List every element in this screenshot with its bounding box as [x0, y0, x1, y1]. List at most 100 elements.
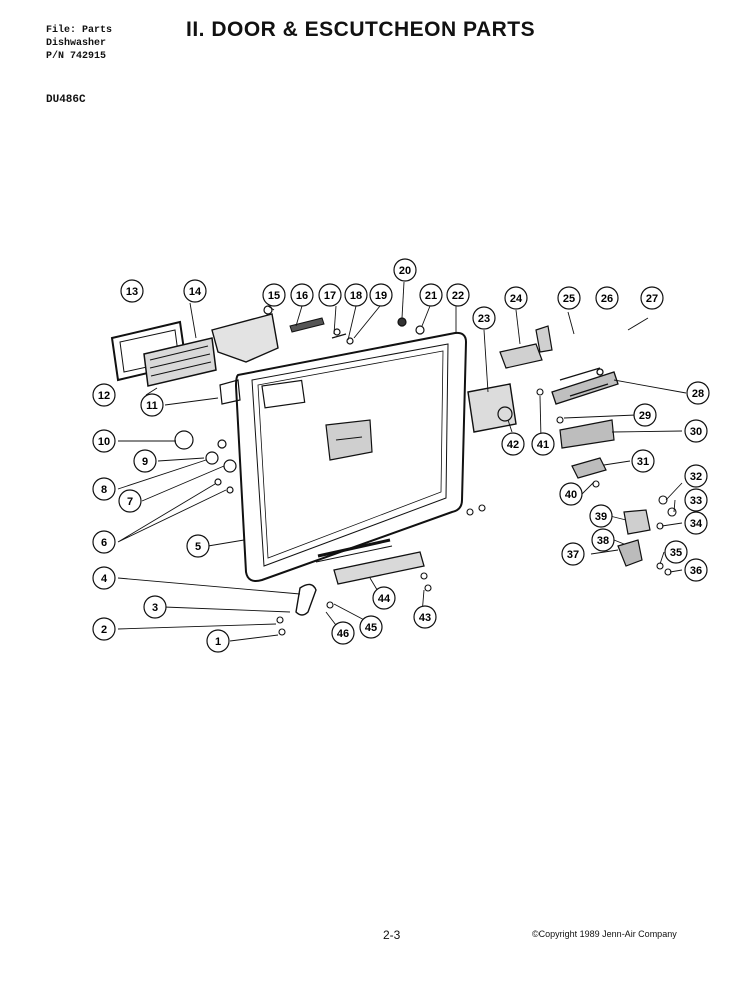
callout-label: 36: [690, 565, 702, 577]
kick-strip-44: [333, 551, 425, 585]
callout-label: 43: [419, 612, 431, 624]
callout-label: 24: [510, 293, 523, 305]
callout-4: 4: [92, 566, 116, 590]
callout-label: 21: [425, 290, 437, 302]
callout-label: 27: [646, 293, 658, 305]
callout-8: 8: [92, 477, 116, 501]
callout-label: 30: [690, 426, 702, 438]
callout-label: 40: [565, 489, 577, 501]
callout-2: 2: [92, 617, 116, 641]
callout-label: 4: [101, 573, 108, 585]
callout-20: 20: [393, 258, 417, 282]
callout-label: 19: [375, 290, 387, 302]
linkage-assembly: [551, 367, 619, 405]
callout-11: 11: [140, 393, 164, 417]
parts-drawing: [110, 281, 687, 642]
callout-43: 43: [413, 605, 437, 629]
callout-label: 5: [195, 541, 201, 553]
callout-label: 38: [597, 535, 609, 547]
callout-41: 41: [531, 432, 555, 456]
callout-44: 44: [372, 586, 396, 610]
part-number-line: P/N 742915: [46, 51, 107, 62]
callout-31: 31: [631, 449, 655, 473]
callout-15: 15: [262, 283, 286, 307]
latch-39: [623, 509, 651, 535]
callout-25: 25: [557, 286, 581, 310]
callout-45: 45: [359, 615, 383, 639]
callout-label: 8: [101, 484, 107, 496]
callout-38: 38: [591, 528, 615, 552]
callout-label: 45: [365, 622, 377, 634]
strip-17: [289, 317, 325, 333]
latch-37: [617, 539, 643, 567]
callout-12: 12: [92, 383, 116, 407]
callout-label: 26: [601, 293, 613, 305]
callout-29: 29: [633, 403, 657, 427]
callout-19: 19: [369, 283, 393, 307]
callout-label: 44: [378, 593, 391, 605]
callout-label: 12: [98, 390, 110, 402]
callout-label: 35: [670, 547, 682, 559]
callout-label: 29: [639, 410, 651, 422]
callout-label: 20: [399, 265, 411, 277]
bracket-16: [211, 313, 279, 363]
callout-16: 16: [290, 283, 314, 307]
callout-10: 10: [92, 429, 116, 453]
callout-label: 28: [692, 388, 704, 400]
callout-18: 18: [344, 283, 368, 307]
callout-22: 22: [446, 283, 470, 307]
callout-24: 24: [504, 286, 528, 310]
callout-label: 46: [337, 628, 349, 640]
callout-23: 23: [472, 306, 496, 330]
callout-label: 17: [324, 290, 336, 302]
callout-label: 39: [595, 511, 607, 523]
callout-42: 42: [501, 432, 525, 456]
appliance-line: Dishwasher: [46, 38, 107, 49]
callout-label: 9: [142, 456, 148, 468]
hinge-arm-4: [295, 583, 317, 616]
callout-label: 11: [146, 400, 158, 412]
callout-36: 36: [684, 558, 708, 582]
callout-1: 1: [206, 629, 230, 653]
model-number: DU486C: [46, 94, 86, 106]
callout-label: 6: [101, 537, 107, 549]
door-panel: [219, 331, 468, 582]
callout-14: 14: [183, 279, 207, 303]
callout-30: 30: [684, 419, 708, 443]
callout-5: 5: [186, 534, 210, 558]
page-title: II. DOOR & ESCUTCHEON PARTS: [186, 18, 536, 41]
file-header: File: Parts Dishwasher P/N 742915: [46, 24, 112, 63]
callout-46: 46: [331, 621, 355, 645]
callout-27: 27: [640, 286, 664, 310]
control-panel-14: [143, 337, 217, 387]
callout-13: 13: [120, 279, 144, 303]
callout-3: 3: [143, 595, 167, 619]
copyright-notice: ©Copyright 1989 Jenn-Air Company: [532, 929, 677, 939]
callout-label: 10: [98, 436, 110, 448]
callout-39: 39: [589, 504, 613, 528]
callout-label: 14: [189, 286, 202, 298]
callout-34: 34: [684, 511, 708, 535]
callout-9: 9: [133, 449, 157, 473]
callout-label: 22: [452, 290, 464, 302]
small-fasteners-top: [263, 305, 425, 345]
callout-28: 28: [686, 381, 710, 405]
callout-label: 34: [690, 518, 703, 530]
callout-label: 23: [478, 313, 490, 325]
callout-6: 6: [92, 530, 116, 554]
file-line: File: Parts: [46, 25, 113, 36]
hinge-24: [499, 325, 553, 369]
callout-label: 3: [152, 602, 158, 614]
callout-label: 2: [101, 624, 107, 636]
page-number: 2-3: [383, 928, 401, 942]
callout-40: 40: [559, 482, 583, 506]
callout-26: 26: [595, 286, 619, 310]
callout-35: 35: [664, 540, 688, 564]
callout-21: 21: [419, 283, 443, 307]
callout-label: 25: [563, 293, 575, 305]
callout-37: 37: [561, 542, 585, 566]
knob-stack: [174, 430, 237, 494]
callout-label: 13: [126, 286, 138, 298]
